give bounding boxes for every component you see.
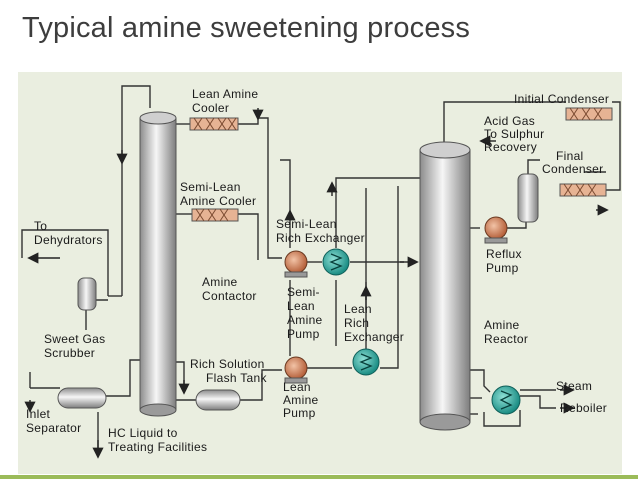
label-acid-gas-3: Recovery (484, 140, 537, 154)
flash-tank-vessel (195, 389, 241, 411)
reflux-drum-vessel (517, 173, 539, 223)
flow-arrows (24, 108, 609, 459)
lean-rich-exchanger (352, 348, 380, 376)
diagram-labels: Lean Amine Cooler Initial Condenser Acid… (26, 87, 609, 454)
label-rich-solution-1: Rich Solution (190, 357, 265, 371)
label-lean-rich-exchanger-2: Rich (344, 316, 369, 330)
label-semi-lean-rich-exchanger-1: Semi-Lean (276, 217, 337, 231)
label-lean-amine-cooler-2: Cooler (192, 101, 229, 115)
label-semi-lean-pump-3: Amine (287, 313, 323, 327)
label-to-dehydrators-1: To (34, 219, 47, 233)
label-semi-lean-rich-exchanger-2: Rich Exchanger (276, 231, 365, 245)
label-lean-amine-cooler-1: Lean Amine (192, 87, 258, 101)
label-reboiler: Reboiler (560, 401, 607, 415)
accent-bar (0, 475, 638, 479)
initial-condenser (565, 107, 613, 121)
semi-lean-amine-pump (284, 250, 308, 278)
label-sweet-gas-scrubber-1: Sweet Gas (44, 332, 105, 346)
label-amine-reactor-2: Reactor (484, 332, 528, 346)
label-lean-rich-exchanger-3: Exchanger (344, 330, 404, 344)
label-hc-liquid-2: Treating Facilities (108, 440, 207, 454)
label-hc-liquid-1: HC Liquid to (108, 426, 178, 440)
label-steam: Steam (556, 379, 592, 393)
label-to-dehydrators-2: Dehydrators (34, 233, 103, 247)
final-condenser (559, 183, 607, 197)
semi-lean-rich-exchanger (322, 248, 350, 276)
label-semi-lean-pump-1: Semi- (287, 285, 320, 299)
inlet-separator-vessel (57, 387, 107, 409)
reflux-pump (484, 216, 508, 244)
label-inlet-separator-1: Inlet (26, 407, 51, 421)
label-semi-lean-cooler-1: Semi-Lean (180, 180, 241, 194)
label-amine-reactor-1: Amine (484, 318, 520, 332)
label-semi-lean-pump-2: Lean (287, 299, 315, 313)
label-amine-contactor-1: Amine (202, 275, 238, 289)
label-lean-amine-pump-3: Pump (283, 406, 316, 420)
semi-lean-amine-cooler (191, 208, 239, 222)
label-sweet-gas-scrubber-2: Scrubber (44, 346, 95, 360)
label-rich-solution-2: Flash Tank (206, 371, 268, 385)
label-inlet-separator-2: Separator (26, 421, 81, 435)
lean-amine-pump (284, 356, 308, 384)
sweet-gas-scrubber-vessel (77, 277, 97, 311)
label-lean-amine-pump-2: Amine (283, 393, 319, 407)
label-acid-gas-2: To Sulphur (484, 127, 544, 141)
diagram-background (18, 72, 622, 474)
label-reflux-pump-1: Reflux (486, 247, 522, 261)
label-initial-condenser: Initial Condenser (514, 92, 609, 106)
reboiler-exchanger (491, 385, 521, 415)
label-amine-contactor-2: Contactor (202, 289, 257, 303)
lean-amine-cooler (189, 117, 239, 131)
label-reflux-pump-2: Pump (486, 261, 519, 275)
label-final-condenser-1: Final (556, 149, 584, 163)
slide-title: Typical amine sweetening process (22, 12, 471, 44)
amine-reactor-vessel (419, 141, 471, 431)
label-final-condenser-2: Condenser (542, 162, 603, 176)
label-semi-lean-cooler-2: Amine Cooler (180, 194, 256, 208)
amine-contactor-vessel (139, 111, 177, 417)
label-semi-lean-pump-4: Pump (287, 327, 320, 341)
label-acid-gas-1: Acid Gas (484, 114, 535, 128)
label-lean-rich-exchanger-1: Lean (344, 302, 372, 316)
label-lean-amine-pump-1: Lean (283, 380, 311, 394)
